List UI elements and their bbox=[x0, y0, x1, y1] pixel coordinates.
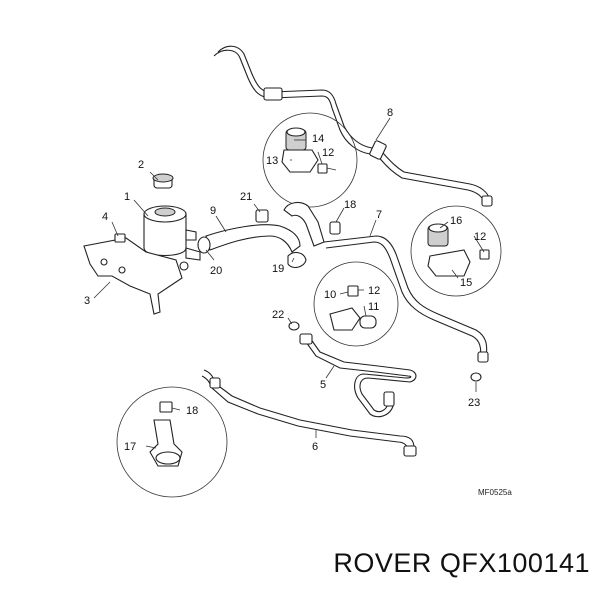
reservoir-assembly bbox=[83, 173, 201, 315]
callout-7: 7 bbox=[376, 209, 382, 221]
callout-11: 11 bbox=[368, 301, 379, 313]
callout-14: 14 bbox=[312, 133, 324, 145]
callout-3: 3 bbox=[84, 295, 90, 307]
callout-21: 21 bbox=[240, 191, 252, 203]
detail-circle-10-11 bbox=[313, 261, 399, 347]
callout-16: 16 bbox=[450, 215, 462, 227]
callout-10: 10 bbox=[324, 289, 336, 301]
callout-12-upper: 12 bbox=[322, 147, 334, 159]
callout-9: 9 bbox=[210, 205, 216, 217]
hose-9 bbox=[197, 209, 301, 254]
callout-13: 13 bbox=[266, 155, 278, 167]
detail-circle-13-14 bbox=[262, 112, 358, 208]
part-caption: ROVER QFX100141 bbox=[0, 548, 590, 579]
callout-19: 19 bbox=[272, 263, 284, 275]
pipe-5 bbox=[288, 321, 417, 418]
callout-23: 23 bbox=[468, 397, 480, 409]
callout-20: 20 bbox=[210, 265, 222, 277]
pipe-7 bbox=[283, 201, 489, 363]
callout-18-lower: 18 bbox=[186, 405, 198, 417]
leader-lines bbox=[93, 117, 485, 449]
callout-15: 15 bbox=[460, 277, 472, 289]
detail-circle-17-18 bbox=[116, 386, 228, 498]
callout-17: 17 bbox=[124, 441, 136, 453]
pipe-6 bbox=[201, 369, 417, 457]
callout-labels: 8 2 1 4 3 9 21 20 19 18 7 14 13 12 16 12… bbox=[84, 107, 512, 497]
callout-4: 4 bbox=[102, 211, 108, 223]
callout-22: 22 bbox=[272, 309, 284, 321]
brand-name: ROVER bbox=[333, 548, 432, 578]
callout-2: 2 bbox=[138, 159, 144, 171]
callout-12-right: 12 bbox=[474, 231, 486, 243]
pipe-8 bbox=[213, 45, 493, 207]
callout-18-upper: 18 bbox=[344, 199, 356, 211]
callout-12-middle: 12 bbox=[368, 285, 380, 297]
callout-1: 1 bbox=[124, 191, 130, 203]
callout-8: 8 bbox=[387, 107, 393, 119]
drawing-code: MF0525a bbox=[478, 488, 512, 497]
o-ring-23 bbox=[470, 372, 482, 382]
detail-circle-15-16 bbox=[410, 205, 502, 297]
callout-6: 6 bbox=[312, 441, 318, 453]
callout-5: 5 bbox=[320, 379, 326, 391]
part-number: QFX100141 bbox=[439, 548, 590, 578]
